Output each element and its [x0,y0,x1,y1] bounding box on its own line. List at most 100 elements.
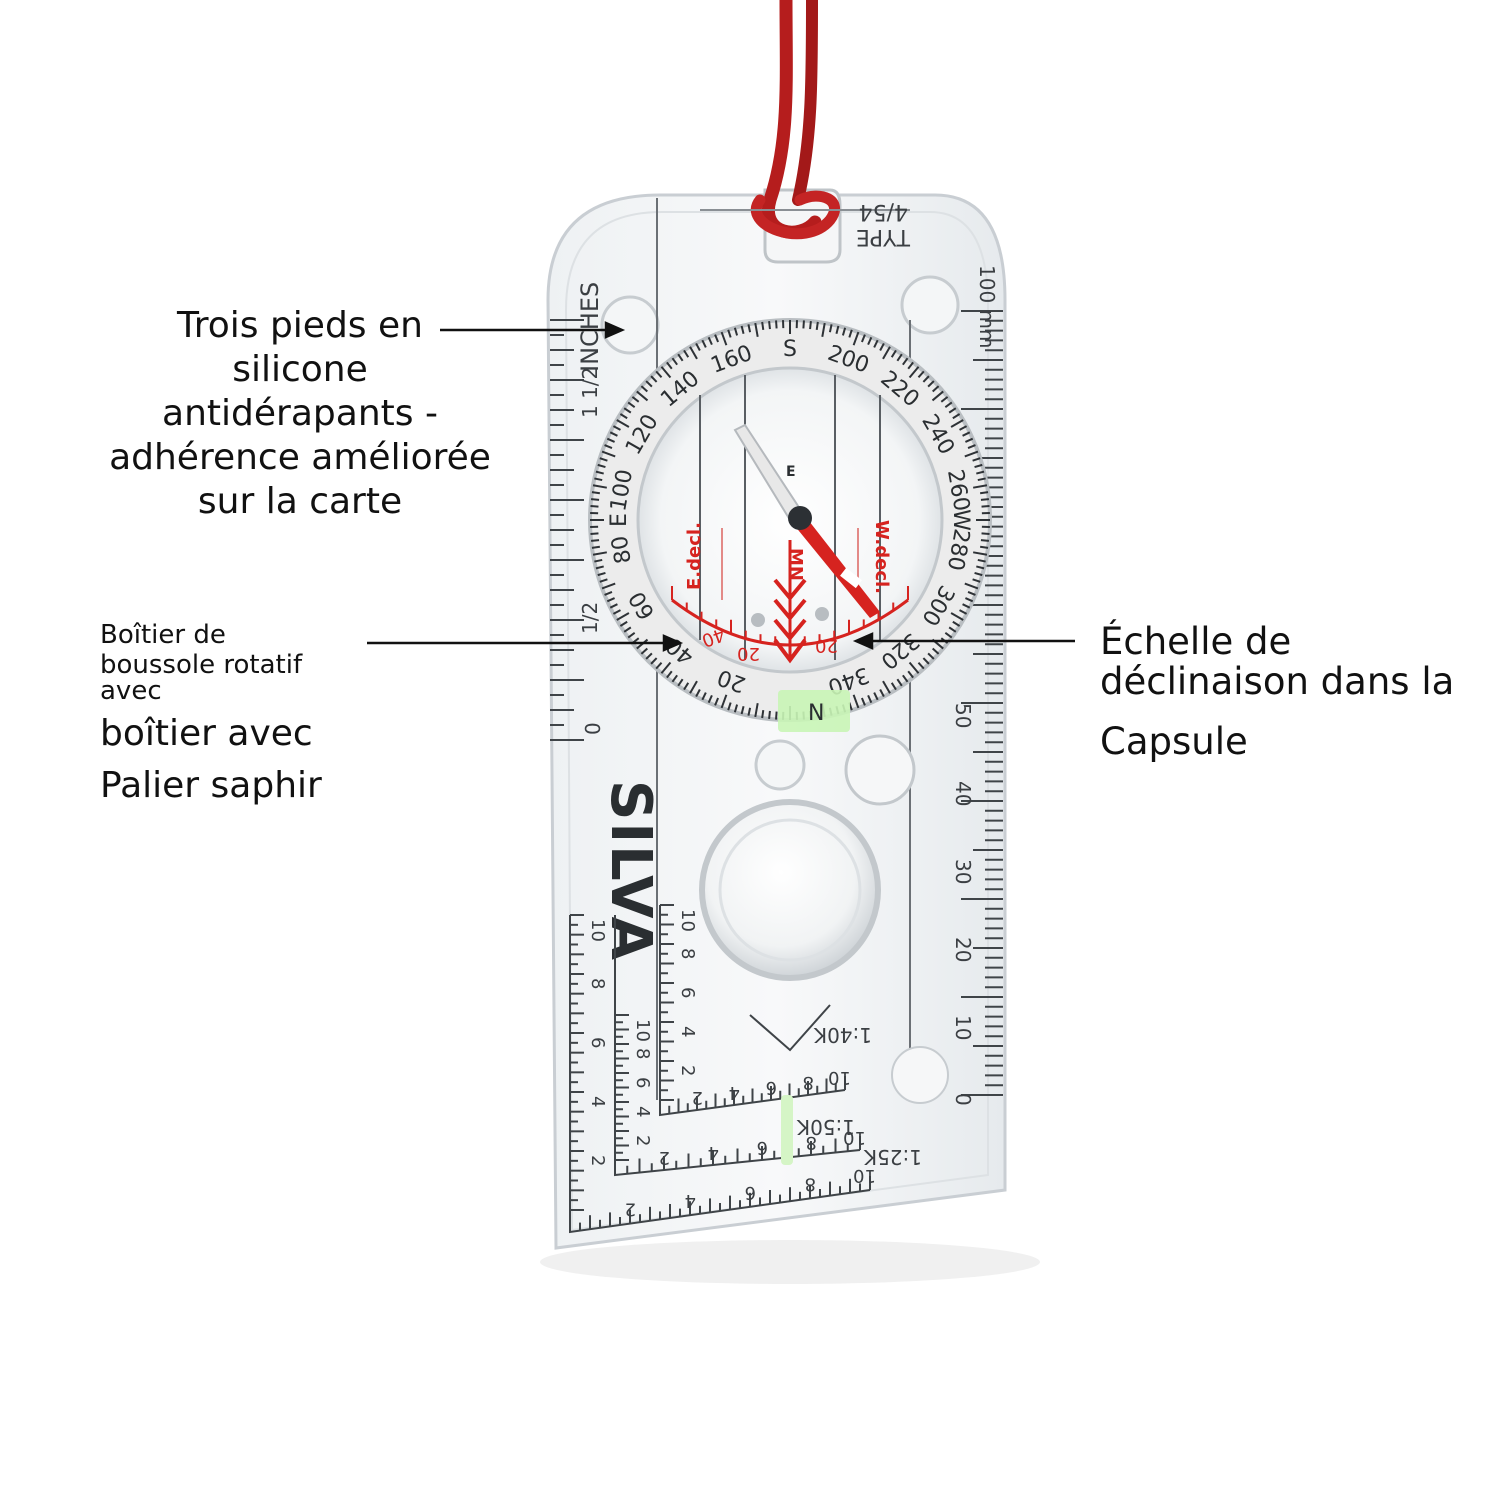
bezel-tick [890,349,897,358]
callout-housing-line-1: Boîtier de [100,620,226,650]
bezel-tick [976,565,985,570]
bezel-tick [761,709,765,719]
bezel-tick [867,336,873,346]
bezel-tick [671,674,678,683]
bezel-number: W [948,509,973,531]
bezel-tick [908,366,920,379]
magnifier-pointer [749,1004,831,1052]
callout-feet-line-5: sur la carte [197,481,403,522]
romer-number: 2 [632,1135,653,1146]
bezel-tick [879,342,885,351]
bezel-tick [599,457,608,462]
romer-number: 6 [745,1182,756,1203]
bezel-tick [594,558,603,563]
bezel-tick [896,353,903,362]
romer-number: 10 [828,1067,851,1088]
bezel-tick [601,450,616,458]
callout-decl-line-3: Capsule [1100,720,1248,763]
bezel-tick [599,578,608,583]
callout-housing-line-2: boussole rotatif [100,650,303,680]
bezel-tick [660,661,672,674]
romer-number: 6 [587,1037,608,1048]
bezel-tick [590,498,600,501]
bezel-tick [727,702,732,711]
callout-housing-line-5: Palier saphir [100,765,322,806]
bezel-tick [882,680,891,694]
bezel-tick [852,694,860,709]
bezel-tick [896,678,903,687]
romer-number: 6 [757,1137,768,1158]
bezel-tick [595,470,604,475]
romer-number: 4 [632,1106,653,1117]
magnetic-north-label: MN [785,548,806,581]
bezel-tick [650,657,658,665]
bezel-tick [917,662,925,670]
bezel-tick [592,484,607,489]
bezel-tick [959,425,968,431]
bezel-tick [967,444,976,450]
bezel-tick [952,413,961,420]
bezel-tick [640,385,648,393]
mm-tick-label: 40 [951,781,975,806]
lanyard [751,0,840,240]
bezel-tick [775,711,778,720]
romer-number: 6 [632,1077,653,1088]
callout-feet-line-1: Trois pieds en [177,305,423,346]
bezel-tick [591,545,601,549]
bezel-tick [695,689,701,698]
brand-logo: SILVA [598,780,663,962]
baseplate-inner-edge [564,211,989,1232]
luminous-dot-left [751,613,765,627]
bezel-tick [867,694,873,704]
bezel-tick [848,329,853,338]
bezel-tick [952,620,961,627]
inch-ruler [550,319,584,741]
bezel-tick [677,678,684,687]
bezel-tick [972,578,981,583]
bezel-tick [802,320,805,329]
bezel-tick [636,390,649,402]
romer-number: 8 [632,1048,653,1059]
scale-1-50k: 1:50K [796,1115,855,1139]
silicone-feet [600,275,960,791]
model-type: TYPE [856,224,911,249]
bezel-tick [720,694,728,709]
bezel-tick [768,710,771,720]
capsule-east-mark: E [786,464,796,480]
bezel-tick [701,692,707,701]
bezel-north-letter: N [808,701,824,726]
bezel-tick [590,532,599,535]
romer-number: 10 [853,1165,876,1186]
bezel-tick [950,419,964,428]
bezel-tick [590,505,599,508]
declination-20-left: 20 [737,643,760,664]
bezel-tick [740,706,745,715]
small-hole [891,1046,949,1104]
romer-number: 10 [843,1127,866,1148]
bezel-tick [597,463,606,469]
bezel-tick [754,322,759,337]
bezel-tick [973,484,988,489]
bezel-tick [733,704,739,713]
bezel-tick [601,582,616,590]
bezel-tick [683,682,690,691]
bezel-tick [714,697,720,706]
bezel-tick [927,652,935,660]
bezel-tick [890,682,897,691]
scale-1-25k: 1:25K [863,1145,922,1169]
bezel-tick [828,324,833,333]
bezel-tick [640,647,648,655]
bezel-tick [962,431,971,437]
bezel-tick [597,571,606,577]
bezel-tick [964,582,979,590]
bezel-tick [907,361,914,370]
bezel-tick [606,437,616,443]
bezel-tick [671,357,678,366]
romer-number: 2 [625,1199,636,1220]
bezel-tick [775,320,778,329]
romer-number: 4 [708,1142,719,1163]
bezel-tick [747,324,752,333]
